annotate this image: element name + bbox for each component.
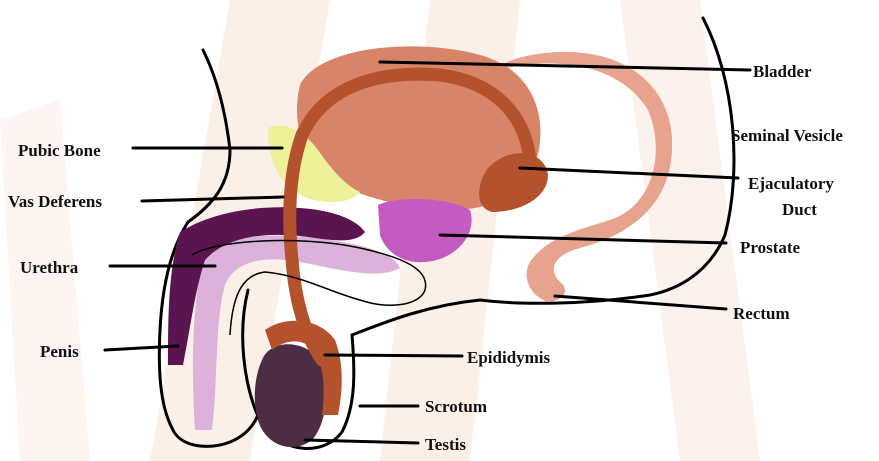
label-urethra: Urethra (20, 258, 79, 277)
label-pubic-bone: Pubic Bone (18, 141, 101, 160)
leader-epididymis (325, 355, 462, 356)
label-epididymis: Epididymis (467, 348, 551, 367)
label-prostate: Prostate (740, 238, 801, 257)
label-ejaculatory-duct-1: Ejaculatory (748, 174, 834, 193)
label-ejaculatory-duct-2: Duct (782, 200, 817, 219)
label-seminal-vesicle: Seminal Vesicle (731, 126, 843, 145)
label-scrotum: Scrotum (425, 397, 487, 416)
label-bladder: Bladder (753, 62, 812, 81)
label-testis: Testis (425, 435, 466, 454)
label-rectum: Rectum (733, 304, 790, 323)
label-vas-deferens: Vas Deferens (8, 192, 102, 211)
label-penis: Penis (40, 342, 79, 361)
leader-penis (105, 346, 178, 350)
